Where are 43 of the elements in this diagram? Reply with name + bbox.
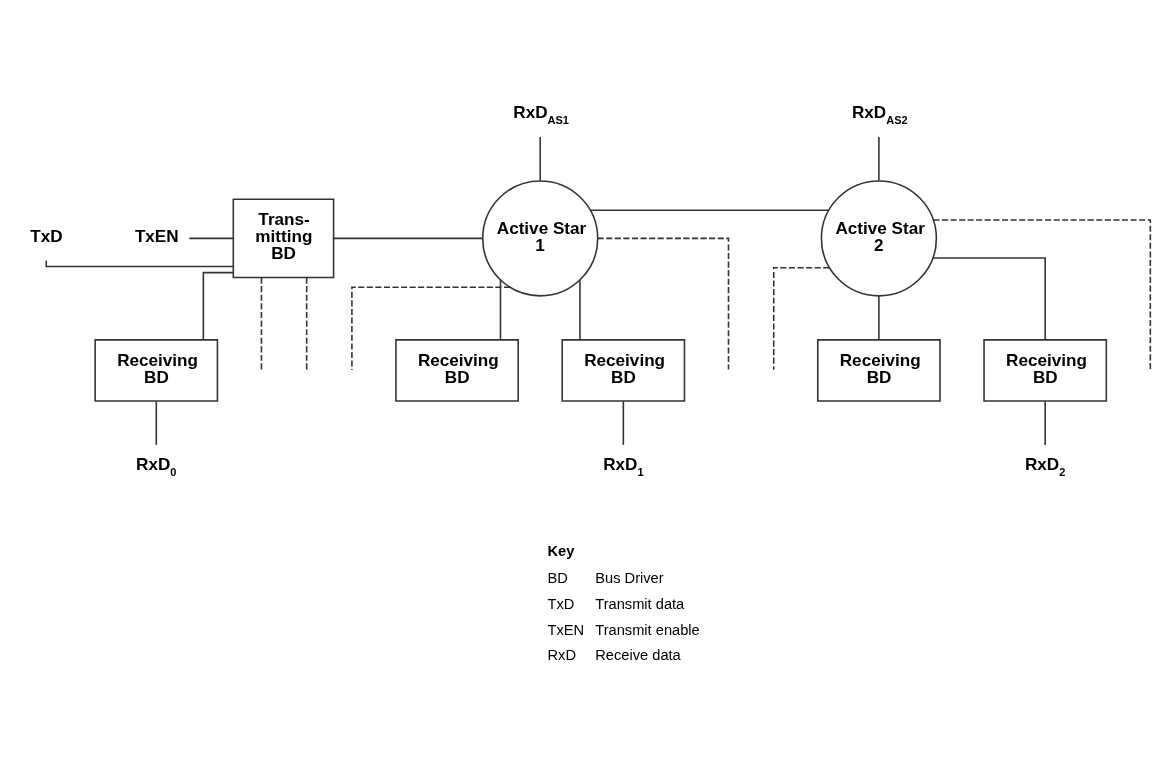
connector <box>932 257 1046 341</box>
connector <box>596 237 730 371</box>
connector <box>622 400 625 446</box>
connector <box>878 136 880 182</box>
connector <box>932 219 1152 371</box>
connector <box>878 295 880 341</box>
node-box: Receiving BD <box>395 339 519 402</box>
label: Transmit data <box>595 595 685 612</box>
label: Transmit enable <box>595 621 700 638</box>
connector <box>333 237 484 240</box>
connector <box>305 276 308 371</box>
node-box: Receiving BD <box>94 339 219 402</box>
node-text: RxD$_{1}$ <box>603 455 644 479</box>
node-text: RxD$_{AS1}$ <box>513 103 569 127</box>
node-circle: Active Star 1 <box>481 180 599 297</box>
connector <box>589 209 830 212</box>
label: RxD <box>547 647 577 664</box>
node-box: Receiving BD <box>561 339 686 402</box>
connector <box>202 271 234 341</box>
node-text: RxD$_{AS2}$ <box>851 103 908 127</box>
label: TxD <box>547 595 575 612</box>
node-box: Receiving BD <box>983 339 1108 402</box>
node-circle: Active Star 2 <box>820 180 938 297</box>
label: Bus Driver <box>595 570 664 587</box>
connector <box>1044 400 1046 446</box>
label: Key <box>547 543 575 560</box>
label: TxEN <box>547 621 585 638</box>
node-text: TxD <box>30 226 63 246</box>
connector <box>772 266 831 371</box>
label: Receive data <box>595 647 681 664</box>
node-box: Receiving BD <box>816 339 941 402</box>
connector <box>351 286 511 371</box>
node-text: TxEN <box>134 226 179 246</box>
connector <box>188 237 235 240</box>
node-box: Trans- mitting BD <box>232 198 335 279</box>
node-text: RxD$_{0}$ <box>136 455 177 479</box>
label: BD <box>547 570 568 587</box>
connector <box>155 400 158 446</box>
connector <box>579 279 581 341</box>
node-text: RxD$_{2}$ <box>1025 455 1066 479</box>
connector <box>539 136 541 182</box>
connector <box>499 279 502 341</box>
connector <box>260 276 263 371</box>
